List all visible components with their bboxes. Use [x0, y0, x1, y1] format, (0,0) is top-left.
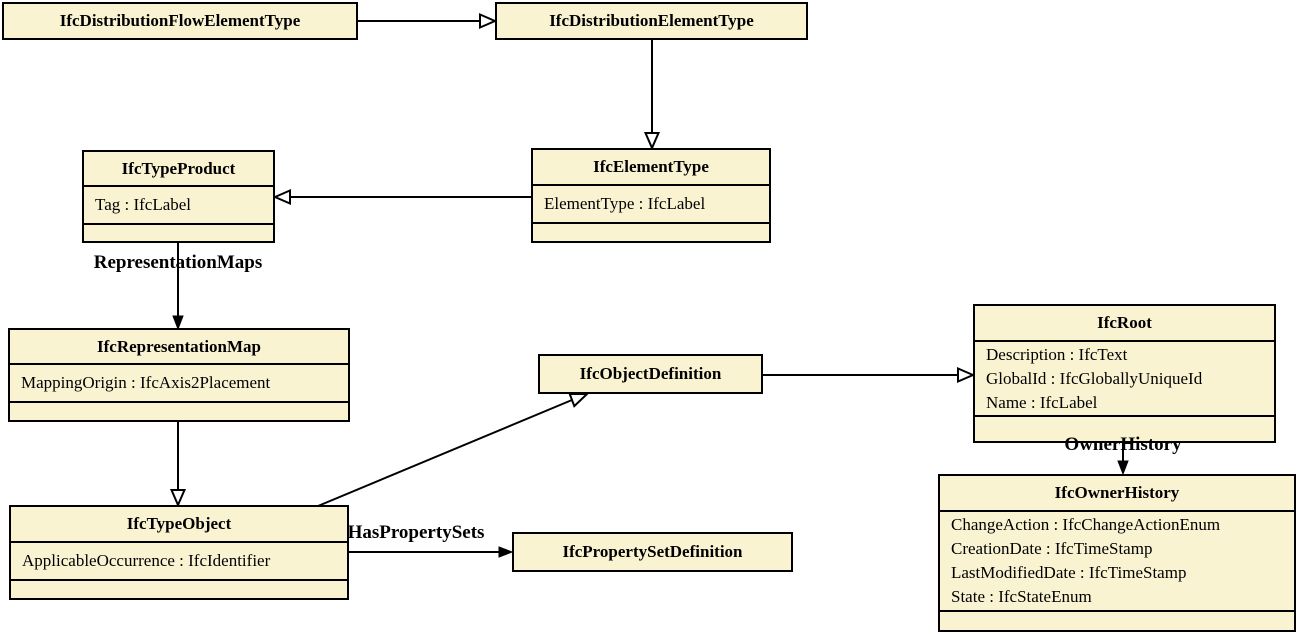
attribute: GlobalId : IfcGloballyUniqueId: [986, 368, 1203, 388]
class-ifcroot[interactable]: IfcRoot Description : IfcText GlobalId :…: [973, 304, 1276, 443]
class-title: IfcTypeProduct: [121, 158, 236, 178]
generalization-arrow-objectdefinition-to-root: [763, 366, 976, 384]
attribute: CreationDate : IfcTimeStamp: [951, 539, 1153, 558]
class-ifctypeobject[interactable]: IfcTypeObject ApplicableOccurrence : Ifc…: [9, 505, 349, 600]
class-title: IfcDistributionElementType: [549, 11, 754, 30]
association-arrow-representationmaps: [172, 243, 184, 331]
attributes-compartment: MappingOrigin : IfcAxis2Placement: [10, 363, 348, 401]
class-ifcdistributionflowelementtype[interactable]: IfcDistributionFlowElementType: [2, 2, 358, 40]
generalization-arrow-flowelementtype-to-distributionelementtype: [358, 12, 498, 30]
class-title: IfcRoot: [1097, 313, 1152, 332]
operations-compartment-empty: [11, 579, 347, 598]
class-title: IfcTypeObject: [126, 514, 232, 533]
class-ifcownerhistory[interactable]: IfcOwnerHistory ChangeAction : IfcChange…: [938, 474, 1296, 632]
operations-compartment-empty: [940, 610, 1294, 630]
attributes-compartment: Description : IfcText GlobalId : IfcGlob…: [975, 340, 1274, 415]
attributes-compartment: Tag : IfcLabel: [84, 185, 273, 223]
attribute: Name : IfcLabel: [986, 392, 1098, 412]
class-title: IfcRepresentationMap: [97, 336, 261, 356]
attributes-compartment: ElementType : IfcLabel: [533, 184, 769, 222]
edge-label-haspropertysets: HasPropertySets: [347, 522, 485, 543]
association-arrow-haspropertysets: [349, 546, 514, 558]
attribute: ChangeAction : IfcChangeActionEnum: [951, 515, 1221, 534]
attribute: ElementType : IfcLabel: [544, 194, 706, 213]
operations-compartment-empty: [84, 223, 273, 241]
operations-compartment-empty: [10, 401, 348, 420]
attribute: Description : IfcText: [986, 344, 1128, 364]
class-ifcrepresentationmap[interactable]: IfcRepresentationMap MappingOrigin : Ifc…: [8, 328, 350, 422]
attribute: Tag : IfcLabel: [95, 195, 192, 214]
class-title: IfcElementType: [593, 157, 709, 176]
association-arrow-ownerhistory: [1117, 443, 1129, 476]
attribute: State : IfcStateEnum: [951, 587, 1092, 606]
edge-label-representationmaps: RepresentationMaps: [93, 252, 263, 273]
class-title: IfcPropertySetDefinition: [562, 542, 743, 561]
class-ifcdistributionelementtype[interactable]: IfcDistributionElementType: [495, 2, 808, 40]
attributes-compartment: ApplicableOccurrence : IfcIdentifier: [11, 541, 347, 579]
attribute: LastModifiedDate : IfcTimeStamp: [951, 563, 1187, 582]
class-ifcobjectdefinition[interactable]: IfcObjectDefinition: [538, 354, 763, 394]
edge-label-ownerhistory: OwnerHistory: [1064, 434, 1182, 455]
generalization-arrow-typeobject-to-objectdefinition: [317, 392, 590, 507]
class-ifcpropertysetdefinition[interactable]: IfcPropertySetDefinition: [512, 532, 793, 572]
class-ifcelementtype[interactable]: IfcElementType ElementType : IfcLabel: [531, 148, 771, 243]
generalization-arrow-typeproduct-to-typeobject: [169, 422, 187, 508]
class-ifctypeproduct[interactable]: IfcTypeProduct Tag : IfcLabel: [82, 150, 275, 243]
class-title: IfcOwnerHistory: [1054, 483, 1180, 502]
attributes-compartment: ChangeAction : IfcChangeActionEnum Creat…: [940, 510, 1294, 610]
operations-compartment-empty: [975, 415, 1274, 441]
operations-compartment-empty: [533, 222, 769, 241]
generalization-arrow-distributionelementtype-to-elementtype: [643, 40, 661, 151]
attribute: MappingOrigin : IfcAxis2Placement: [21, 373, 271, 392]
class-title: IfcObjectDefinition: [579, 364, 722, 383]
class-title: IfcDistributionFlowElementType: [59, 11, 301, 30]
attribute: ApplicableOccurrence : IfcIdentifier: [22, 551, 271, 570]
